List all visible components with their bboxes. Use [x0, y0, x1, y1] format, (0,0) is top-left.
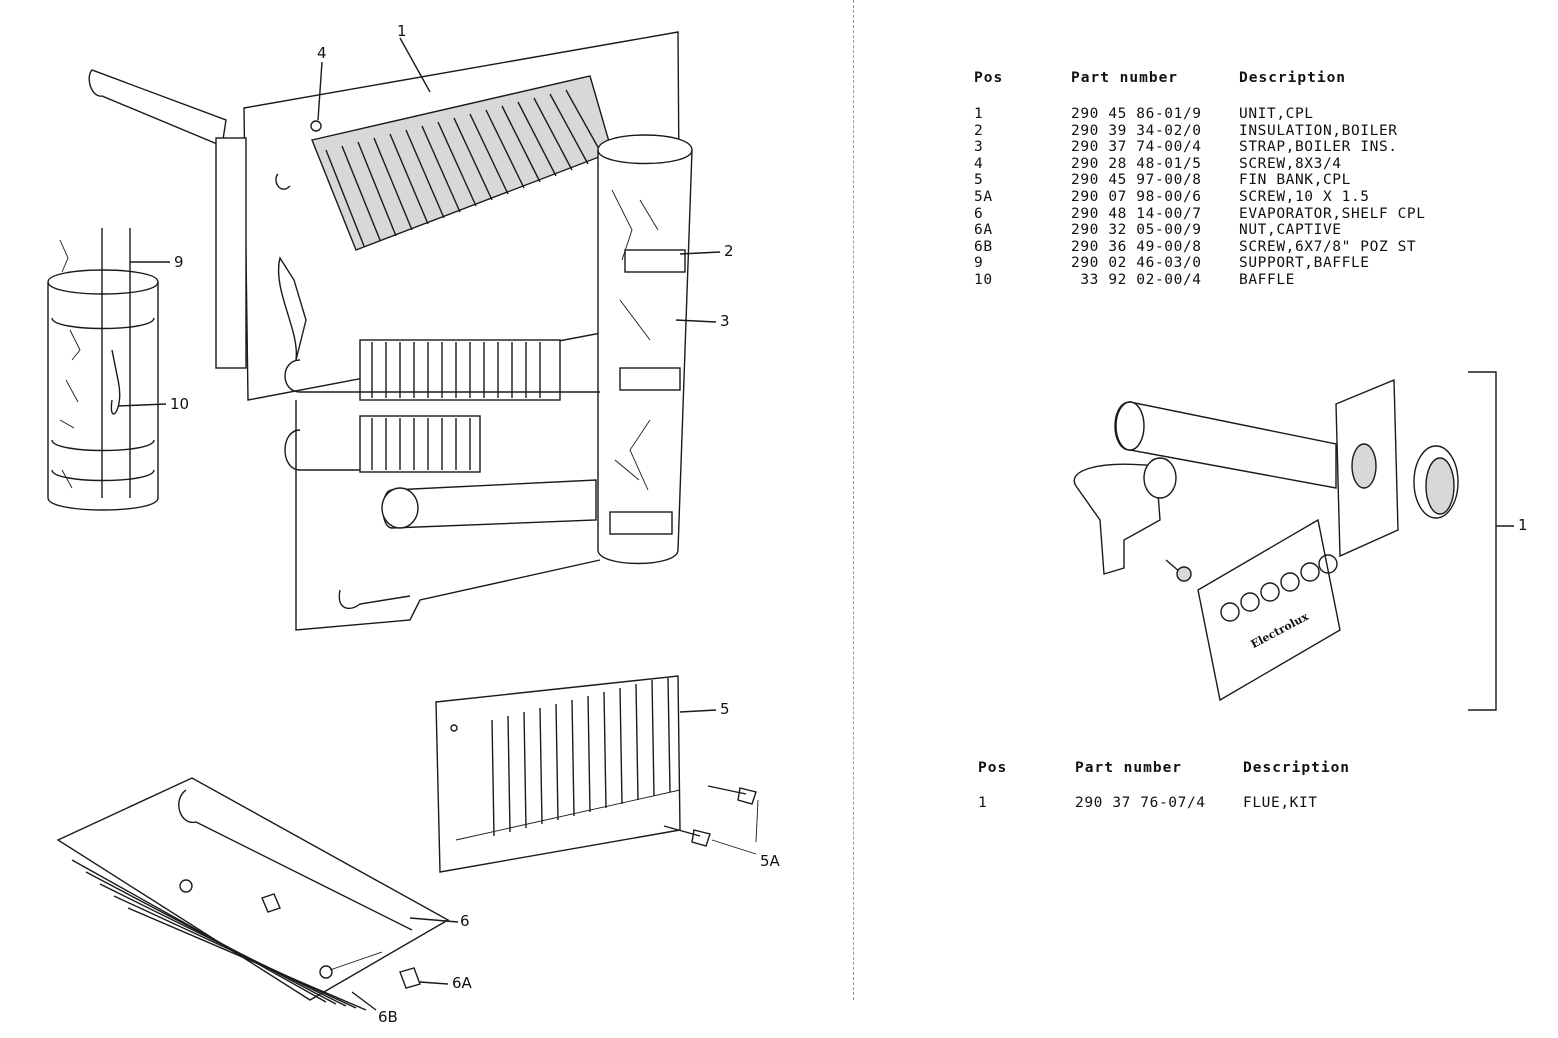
row-description: BAFFLE — [1239, 272, 1295, 288]
callout-5a: 5A — [760, 852, 780, 870]
row-part-number: 290 39 34-02/0 — [1071, 122, 1202, 139]
row-part-number: 290 45 86-01/9 — [1071, 106, 1202, 122]
row-part-number: 290 37 74-00/4 — [1071, 139, 1202, 156]
row-part-number: 290 45 97-00/8 — [1071, 172, 1202, 189]
table-row: 1 290 37 76-07/4 FLUE,KIT — [978, 795, 1538, 812]
row-part-number: 290 48 14-00/7 — [1071, 205, 1202, 222]
callout-10: 10 — [170, 395, 190, 413]
header-part-number: Part number — [1075, 760, 1183, 776]
row-pos: 6B — [974, 238, 993, 255]
table-row: 1 290 45 86-01/9 UNIT,CPL — [974, 106, 1534, 123]
row-part-number: 290 02 46-03/0 — [1071, 255, 1202, 272]
row-part-number: 290 36 49-00/8 — [1071, 238, 1202, 255]
header-part-number: Part number — [1071, 70, 1179, 86]
callout-5: 5 — [720, 700, 730, 718]
row-pos: 5A — [974, 189, 993, 205]
row-part-number: 290 32 05-00/9 — [1071, 222, 1202, 239]
row-description: FIN BANK,CPL — [1239, 172, 1351, 189]
row-description: STRAP,BOILER INS. — [1239, 139, 1398, 156]
flue-kit-drawing — [1073, 371, 1514, 711]
row-description: UNIT,CPL — [1239, 106, 1314, 122]
table-row: 6A 290 32 05-00/9 NUT,CAPTIVE — [974, 222, 1534, 239]
table-row: 2 290 39 34-02/0 INSULATION,BOILER — [974, 123, 1534, 140]
header-pos: Pos — [974, 70, 1004, 86]
row-pos: 1 — [978, 795, 988, 811]
callout-6a: 6A — [452, 974, 472, 992]
row-part-number: 290 37 76-07/4 — [1075, 795, 1206, 811]
table-row: 10 33 92 02-00/4 BAFFLE — [974, 272, 1534, 289]
row-description: INSULATION,BOILER — [1239, 122, 1398, 139]
table-row: 5 290 45 97-00/8 FIN BANK,CPL — [974, 172, 1534, 189]
row-part-number: 33 92 02-00/4 — [1071, 272, 1202, 288]
row-pos: 3 — [974, 139, 984, 156]
table-row: 9 290 02 46-03/0 SUPPORT,BAFFLE — [974, 255, 1534, 272]
parts-table-flue-kit: Pos Part number Description 1 290 37 76-… — [978, 760, 1478, 820]
row-description: SCREW,8X3/4 — [1239, 155, 1342, 172]
row-pos: 2 — [974, 122, 984, 139]
callout-3: 3 — [720, 312, 730, 330]
callout-2: 2 — [724, 242, 734, 260]
table-row: 5A 290 07 98-00/6 SCREW,10 X 1.5 — [974, 189, 1534, 206]
row-part-number: 290 28 48-01/5 — [1071, 155, 1202, 172]
callout-4: 4 — [317, 44, 327, 62]
callout-flue-kit-1: 1 — [1518, 516, 1528, 534]
row-description: SCREW,6X7/8" POZ ST — [1239, 238, 1417, 255]
header-description: Description — [1239, 70, 1347, 86]
row-description: SUPPORT,BAFFLE — [1239, 255, 1370, 272]
table-header: Pos Part number Description — [974, 70, 1534, 87]
table-row: 4 290 28 48-01/5 SCREW,8X3/4 — [974, 156, 1534, 173]
callout-9: 9 — [174, 253, 184, 271]
evaporator-shelf-drawing — [56, 777, 450, 1011]
row-pos: 9 — [974, 255, 984, 272]
row-pos: 10 — [974, 272, 993, 288]
table-row: 6 290 48 14-00/7 EVAPORATOR,SHELF CPL — [974, 206, 1534, 223]
row-description: SCREW,10 X 1.5 — [1239, 189, 1370, 205]
parts-table-main: Pos Part number Description 1 290 45 86-… — [974, 70, 1534, 300]
callout-6: 6 — [460, 912, 470, 930]
row-pos: 6A — [974, 222, 993, 239]
callout-6b: 6B — [378, 1008, 398, 1026]
header-pos: Pos — [978, 760, 1008, 776]
fin-bank-drawing — [435, 675, 759, 873]
table-header: Pos Part number Description — [978, 760, 1538, 777]
row-description: NUT,CAPTIVE — [1239, 222, 1342, 239]
table-row: 6B 290 36 49-00/8 SCREW,6X7/8" POZ ST — [974, 239, 1534, 256]
row-pos: 5 — [974, 172, 984, 189]
callout-1: 1 — [397, 22, 407, 40]
header-description: Description — [1243, 760, 1351, 776]
table-row: 3 290 37 74-00/4 STRAP,BOILER INS. — [974, 139, 1534, 156]
row-pos: 6 — [974, 205, 984, 222]
row-part-number: 290 07 98-00/6 — [1071, 189, 1202, 205]
baffle-assembly-drawing — [47, 228, 159, 511]
page-divider — [853, 0, 855, 1000]
row-pos: 4 — [974, 155, 984, 172]
cooling-unit-drawing — [88, 31, 693, 631]
row-pos: 1 — [974, 106, 984, 122]
row-description: EVAPORATOR,SHELF CPL — [1239, 205, 1426, 222]
row-description: FLUE,KIT — [1243, 795, 1318, 811]
